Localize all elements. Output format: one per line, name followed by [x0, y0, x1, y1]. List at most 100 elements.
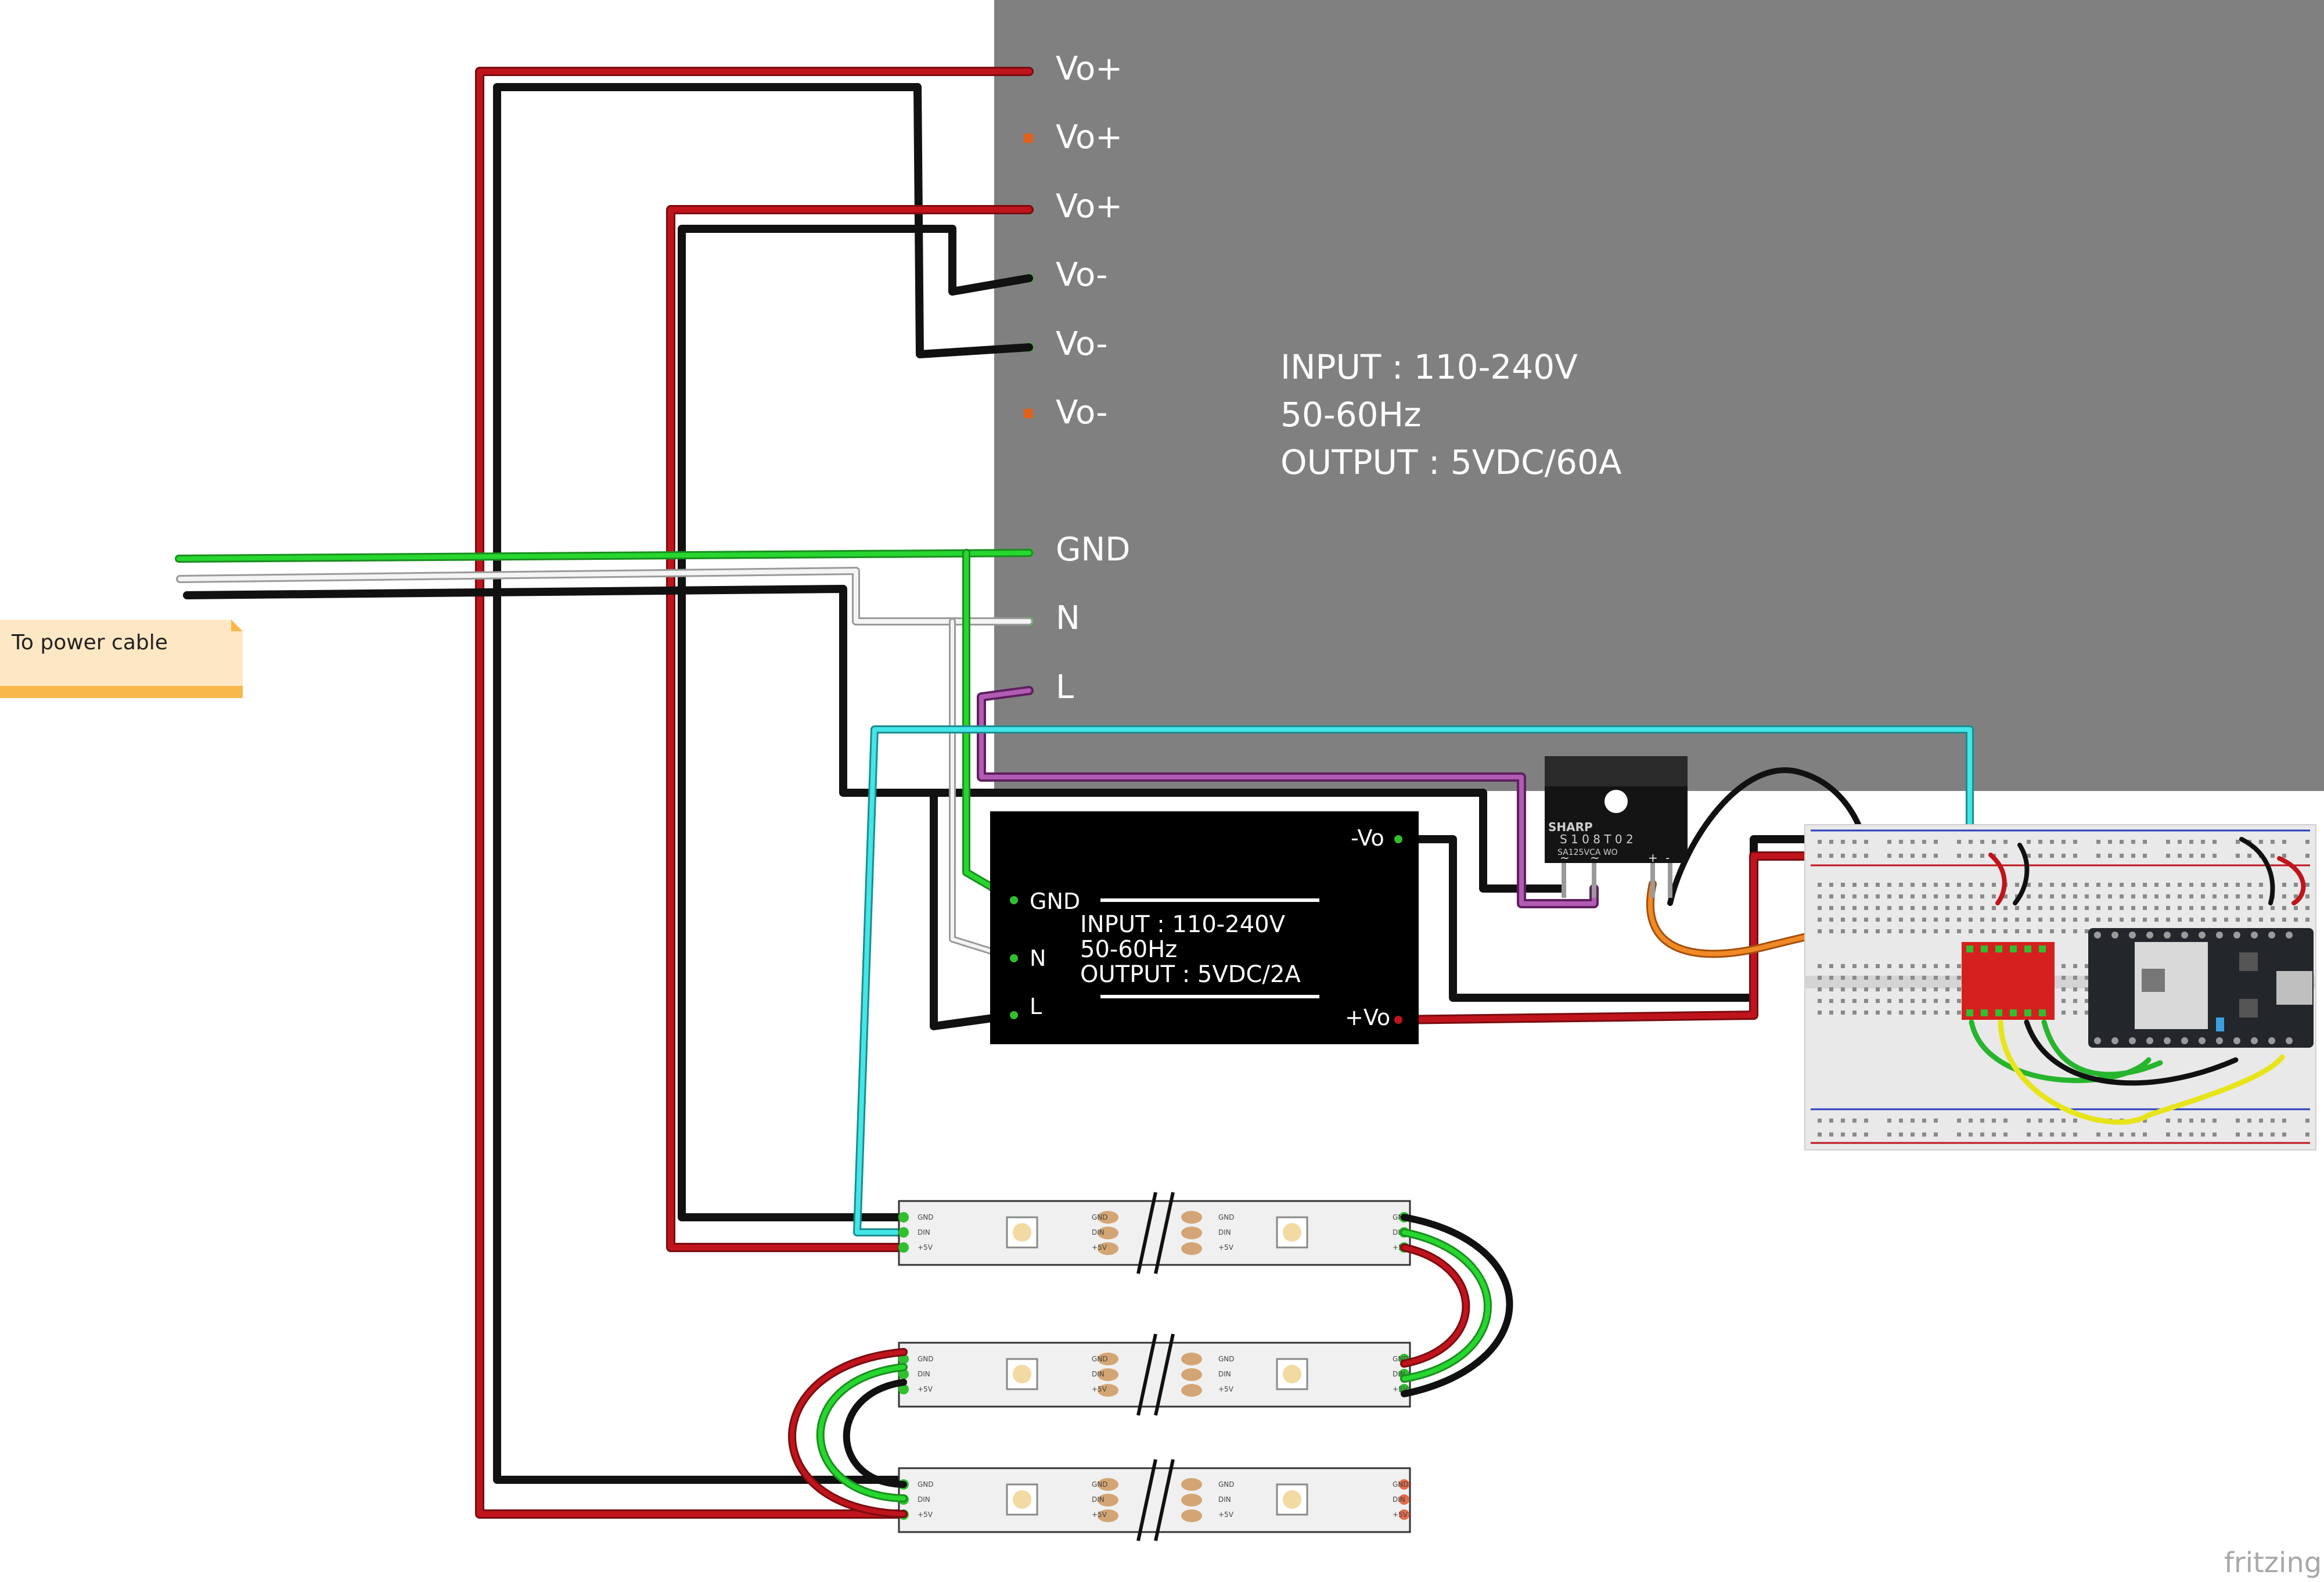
breadboard-hole	[1911, 964, 1915, 968]
breadboard-hole	[2282, 918, 2286, 922]
psu-60a-spec-input: INPUT : 110-240V	[1280, 347, 1578, 387]
breadboard-hole	[2282, 1119, 2286, 1123]
psu-2a-terminal-pos: +Vo	[1345, 1005, 1390, 1030]
wire-black	[1667, 767, 1867, 906]
relay-pin	[1592, 863, 1596, 898]
breadboard-hole	[1992, 929, 1996, 933]
mcu-pin	[2286, 1037, 2293, 1044]
breadboard-hole	[2282, 854, 2286, 858]
mcu-button	[2239, 999, 2258, 1017]
wire-red	[477, 69, 1032, 1517]
wire-black	[183, 585, 1566, 893]
breadboard-hole	[1841, 987, 1845, 991]
breadboard-hole	[1887, 894, 1891, 898]
breadboard-hole	[1829, 918, 1833, 922]
breadboard-hole	[2062, 918, 2066, 922]
breadboard-hole	[2305, 918, 2309, 922]
breadboard-hole	[1980, 883, 1984, 887]
strip-pad-label: +5V	[918, 1243, 933, 1252]
breadboard-hole	[2062, 1119, 2066, 1123]
breadboard-hole	[1829, 987, 1833, 991]
breadboard-hole	[2027, 929, 2031, 933]
psu-2a-terminal-neg: -Vo	[1351, 825, 1384, 851]
breadboard-hole	[1852, 918, 1857, 922]
breadboard-hole	[2236, 854, 2240, 858]
strip-cut-pad	[1181, 1368, 1202, 1381]
breadboard-hole	[2085, 929, 2089, 933]
breadboard-hole	[2108, 883, 2112, 887]
breadboard-hole	[2062, 1011, 2066, 1015]
note-text: To power cable	[11, 631, 168, 655]
breadboard-hole	[2305, 854, 2309, 858]
breadboard-hole	[2131, 883, 2135, 887]
breadboard-hole	[2073, 976, 2077, 980]
breadboard-hole	[2050, 1132, 2054, 1137]
mcu-pin	[2164, 1037, 2171, 1044]
breadboard-hole	[2003, 854, 2008, 858]
breadboard-hole	[2213, 1119, 2217, 1123]
breadboard-hole	[1934, 987, 1938, 991]
breadboard-hole	[1899, 840, 1903, 844]
breadboard-hole	[1818, 1132, 1822, 1137]
breadboard-hole	[2131, 840, 2135, 844]
breadboard-hole	[2096, 906, 2100, 910]
breadboard-hole	[2236, 840, 2240, 844]
breadboard-hole	[1957, 883, 1961, 887]
wire-black	[913, 83, 1033, 358]
wire-black	[2013, 843, 2030, 905]
breadboard-hole	[2189, 854, 2193, 858]
terminal-dot	[1024, 409, 1033, 418]
psu-2a: GND N L -Vo +Vo INPUT : 110-240V 50-60Hz…	[990, 811, 1419, 1044]
terminal-label: L	[1056, 668, 1074, 706]
level-shifter-pin	[1981, 1009, 1988, 1016]
breadboard-hole	[1911, 918, 1915, 922]
breadboard-hole	[1829, 894, 1833, 898]
mcu-pin	[2111, 1037, 2118, 1044]
breadboard-hole	[1852, 883, 1857, 887]
breadboard-hole	[1934, 854, 1938, 858]
breadboard-hole	[2166, 883, 2170, 887]
breadboard-hole	[2236, 894, 2240, 898]
wire-green	[818, 1365, 906, 1501]
strip-pad-label: +5V	[1092, 1511, 1107, 1519]
breadboard-hole	[1864, 929, 1868, 933]
breadboard-hole	[1911, 976, 1915, 980]
breadboard-hole	[1934, 918, 1938, 922]
breadboard-hole	[1899, 1011, 1903, 1015]
breadboard-hole	[1969, 1132, 1973, 1137]
breadboard-hole	[2247, 894, 2251, 898]
breadboard-hole	[1969, 894, 1973, 898]
breadboard-hole	[2062, 976, 2066, 980]
breadboard-hole	[1957, 840, 1961, 844]
strip-pad-label: DIN	[1092, 1228, 1105, 1236]
psu-60a-spec-freq: 50-60Hz	[1280, 395, 1422, 434]
breadboard-hole	[1957, 854, 1961, 858]
breadboard-hole	[2143, 1119, 2147, 1123]
breadboard-hole	[1818, 840, 1822, 844]
breadboard-hole	[2050, 929, 2054, 933]
breadboard-hole	[1945, 894, 1949, 898]
mcu-pin	[2251, 932, 2258, 939]
breadboard-hole	[2062, 840, 2066, 844]
breadboard-jumpers	[1969, 837, 2306, 1125]
breadboard-hole	[1934, 883, 1938, 887]
breadboard-hole	[2108, 840, 2112, 844]
led-die	[1013, 1490, 1031, 1509]
wire-white	[178, 569, 1031, 624]
wire-red	[2277, 856, 2306, 905]
breadboard-hole	[1980, 1132, 1984, 1137]
strip-pad-label: GND	[1218, 1213, 1235, 1221]
breadboard-hole	[2294, 906, 2298, 910]
breadboard-hole	[1887, 918, 1891, 922]
wire-black	[1401, 1214, 1513, 1397]
breadboard-hole	[1864, 840, 1868, 844]
breadboard-hole	[2085, 894, 2089, 898]
level-shifter-pin	[1981, 945, 1988, 952]
breadboard-hole	[2027, 906, 2031, 910]
breadboard-hole	[2096, 883, 2100, 887]
level-shifter-pin	[2039, 945, 2046, 952]
breadboard-hole	[1945, 906, 1949, 910]
wire-yellow	[1998, 1019, 2285, 1125]
breadboard-hole	[2120, 906, 2124, 910]
